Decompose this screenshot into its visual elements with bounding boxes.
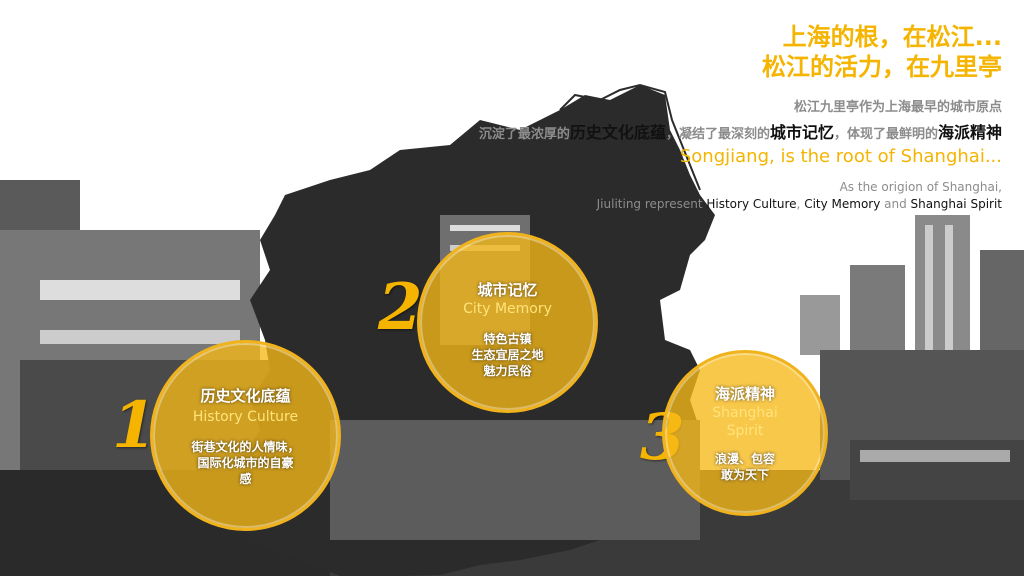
subtitle-text: 沉淀了最浓厚的	[478, 127, 570, 142]
english-subtitle-2: Jiuliting represent History Culture, Cit…	[597, 197, 1002, 211]
circle-desc-line: 敢为天下	[720, 468, 769, 482]
headline-line-2: 松江的活力，在九里亭	[762, 53, 1002, 81]
subtitle-text: ，凝结了最深刻的	[665, 127, 770, 142]
highlight-shanghai-spirit: 海派精神	[937, 123, 1002, 142]
english-highlight-memory: City Memory	[804, 197, 881, 211]
number-1: 1	[112, 388, 157, 463]
english-highlight-history: History Culture	[706, 197, 797, 211]
subtitle-line-2: 沉淀了最浓厚的历史文化底蕴，凝结了最深刻的城市记忆，体现了最鲜明的海派精神	[479, 119, 1002, 143]
headline-line-1: 上海的根，在松江...	[782, 23, 1002, 51]
english-headline: Songjiang, is the root of Shanghai...	[679, 146, 1002, 167]
number-2: 2	[378, 270, 423, 345]
circle-desc-line: 浪漫、包容	[714, 452, 775, 466]
subtitle-line-1: 松江九里亭作为上海最早的城市原点	[793, 100, 1002, 115]
circle-desc-line: 特色古镇	[483, 332, 532, 346]
highlight-city-memory: 城市记忆	[769, 123, 834, 142]
circle-title: 历史文化底蕴	[200, 387, 291, 405]
circle-desc-line: 感	[239, 472, 252, 486]
circle-english-title: History Culture	[192, 409, 299, 425]
feature-circle-memory: 城市记忆 City Memory 特色古镇 生态宜居之地 魅力民俗	[417, 232, 598, 413]
circle-desc-line: 国际化城市的自豪	[197, 456, 294, 470]
feature-circle-spirit: 海派精神 Shanghai Spirit 浪漫、包容 敢为天下	[662, 350, 828, 516]
english-text: and	[880, 197, 911, 211]
circle-english-title: Spirit	[726, 423, 764, 439]
circle-english-title: Shanghai	[712, 405, 778, 421]
english-text: Jiuliting represent	[596, 197, 707, 211]
circle-desc-line: 魅力民俗	[483, 364, 532, 378]
subtitle-text: ，体现了最鲜明的	[833, 127, 938, 142]
circle-desc-line: 生态宜居之地	[471, 348, 544, 362]
highlight-history-culture: 历史文化底蕴	[569, 123, 666, 142]
circle-title: 海派精神	[714, 385, 775, 403]
circle-title: 城市记忆	[477, 281, 538, 299]
circle-english-title: City Memory	[463, 301, 552, 317]
english-subtitle-1: As the origion of Shanghai,	[839, 180, 1002, 194]
circle-desc-line: 街巷文化的人情味，	[191, 440, 300, 454]
english-text: ,	[796, 197, 805, 211]
english-highlight-spirit: Shanghai Spirit	[910, 197, 1002, 211]
feature-circle-history: 历史文化底蕴 History Culture 街巷文化的人情味， 国际化城市的自…	[150, 340, 341, 531]
